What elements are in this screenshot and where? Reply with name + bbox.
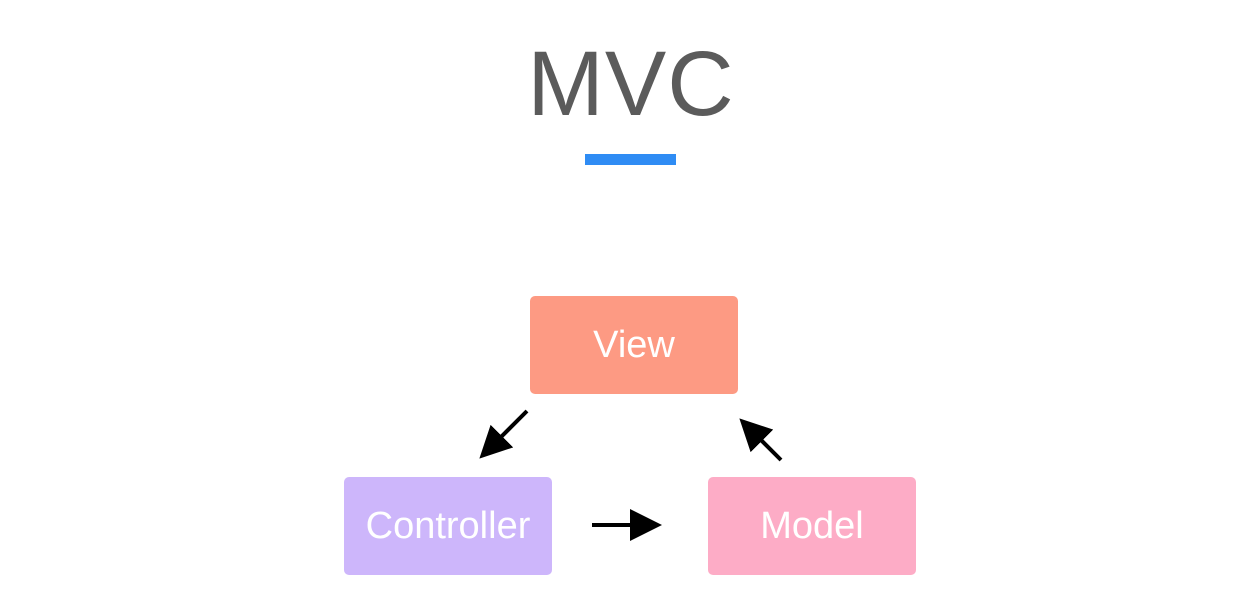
model-node-label: Model [760,504,864,547]
controller-node-label: Controller [365,504,531,547]
arrow-model-to-view [739,418,783,462]
controller-node: Controller [344,477,552,575]
arrow-view-to-controller [479,409,529,459]
view-node: View [530,296,738,394]
page-title: MVC [527,33,735,135]
model-node: Model [708,477,916,575]
title-underline [585,154,676,165]
view-node-label: View [593,323,675,366]
